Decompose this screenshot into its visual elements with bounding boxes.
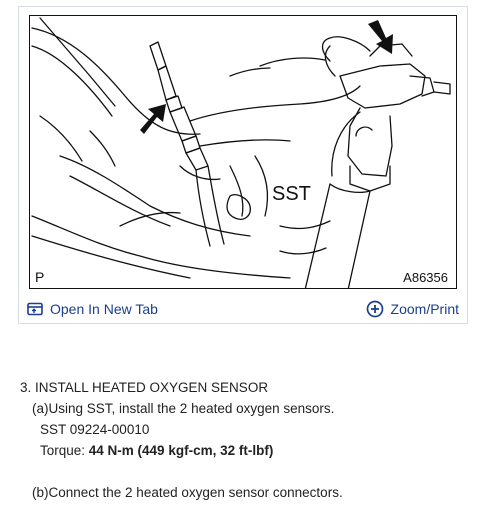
sst-label: SST [270,183,313,205]
figure-letter: P [35,269,45,285]
torque-label: Torque: [40,443,89,458]
service-illustration: SST P A86356 [29,15,457,289]
torque-line: Torque: 44 N-m (449 kgf-cm, 32 ft-lbf) [20,440,480,461]
torque-value: 44 N-m (449 kgf-cm, 32 ft-lbf) [88,443,274,458]
oxygen-sensor-drawing [31,17,451,288]
open-in-new-tab-label: Open In New Tab [50,301,158,317]
open-new-tab-icon [27,302,43,316]
figure-toolbar: Open In New Tab Zoom/Print [19,295,467,323]
zoom-plus-icon [366,300,383,318]
step-title: 3. INSTALL HEATED OXYGEN SENSOR [20,380,269,395]
zoom-print-link[interactable]: Zoom/Print [366,300,459,318]
open-in-new-tab-link[interactable]: Open In New Tab [27,301,158,317]
zoom-print-label: Zoom/Print [390,301,459,317]
step-b: (b)Connect the 2 heated oxygen sensor co… [32,485,343,500]
step-a: (a)Using SST, install the 2 heated oxyge… [32,401,335,416]
figure-code: A86356 [403,270,448,285]
figure-card: SST P A86356 Open In New Tab Zoom/Print [18,6,468,324]
sst-number: SST 09224-00010 [40,422,150,437]
instructions: 3. INSTALL HEATED OXYGEN SENSOR (a)Using… [20,377,480,503]
